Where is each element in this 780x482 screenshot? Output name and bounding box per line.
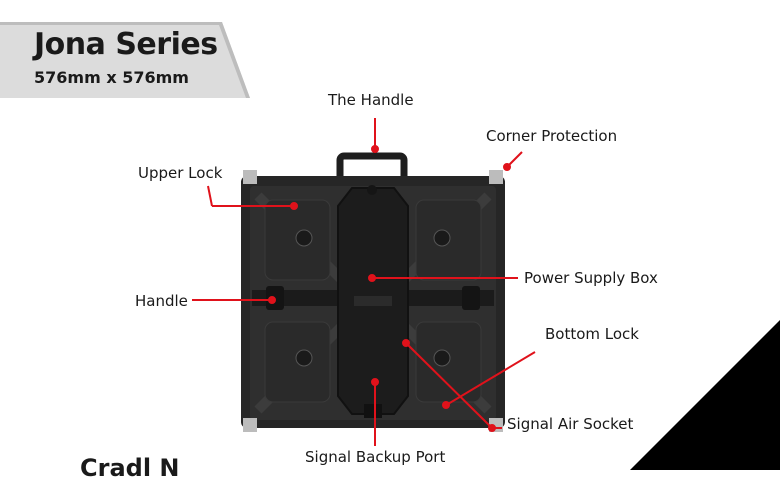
label-signal-air-socket: Signal Air Socket	[507, 415, 634, 433]
led-cabinet	[241, 170, 505, 432]
callout-dot-handle	[268, 296, 276, 304]
callout-dot-power-supply	[368, 274, 376, 282]
callout-dot-signal-air-socket	[402, 339, 410, 347]
label-power-supply-box: Power Supply Box	[524, 269, 658, 287]
series-banner	[0, 22, 250, 98]
label-the-handle: The Handle	[328, 91, 414, 109]
series-dimensions: 576mm x 576mm	[34, 68, 189, 87]
label-bottom-lock: Bottom Lock	[545, 325, 639, 343]
label-signal-backup-port: Signal Backup Port	[305, 448, 446, 466]
footer-partial-heading: Cradl N	[80, 454, 180, 482]
corner-decoration	[630, 320, 780, 470]
callout-dot-bottom-lock	[442, 401, 450, 409]
banner-shape	[0, 22, 250, 98]
series-title: Jona Series	[34, 27, 218, 62]
callout-dot-the-handle	[371, 145, 379, 153]
callout-dot-signal-backup-port	[371, 378, 379, 386]
product-diagram	[192, 118, 536, 446]
callout-dot-upper-lock	[290, 202, 298, 210]
callout-dot-corner-protection	[503, 163, 511, 171]
label-corner-protection: Corner Protection	[486, 127, 618, 145]
label-handle: Handle	[135, 292, 188, 310]
callout-lines	[192, 118, 536, 446]
label-upper-lock: Upper Lock	[138, 164, 223, 182]
